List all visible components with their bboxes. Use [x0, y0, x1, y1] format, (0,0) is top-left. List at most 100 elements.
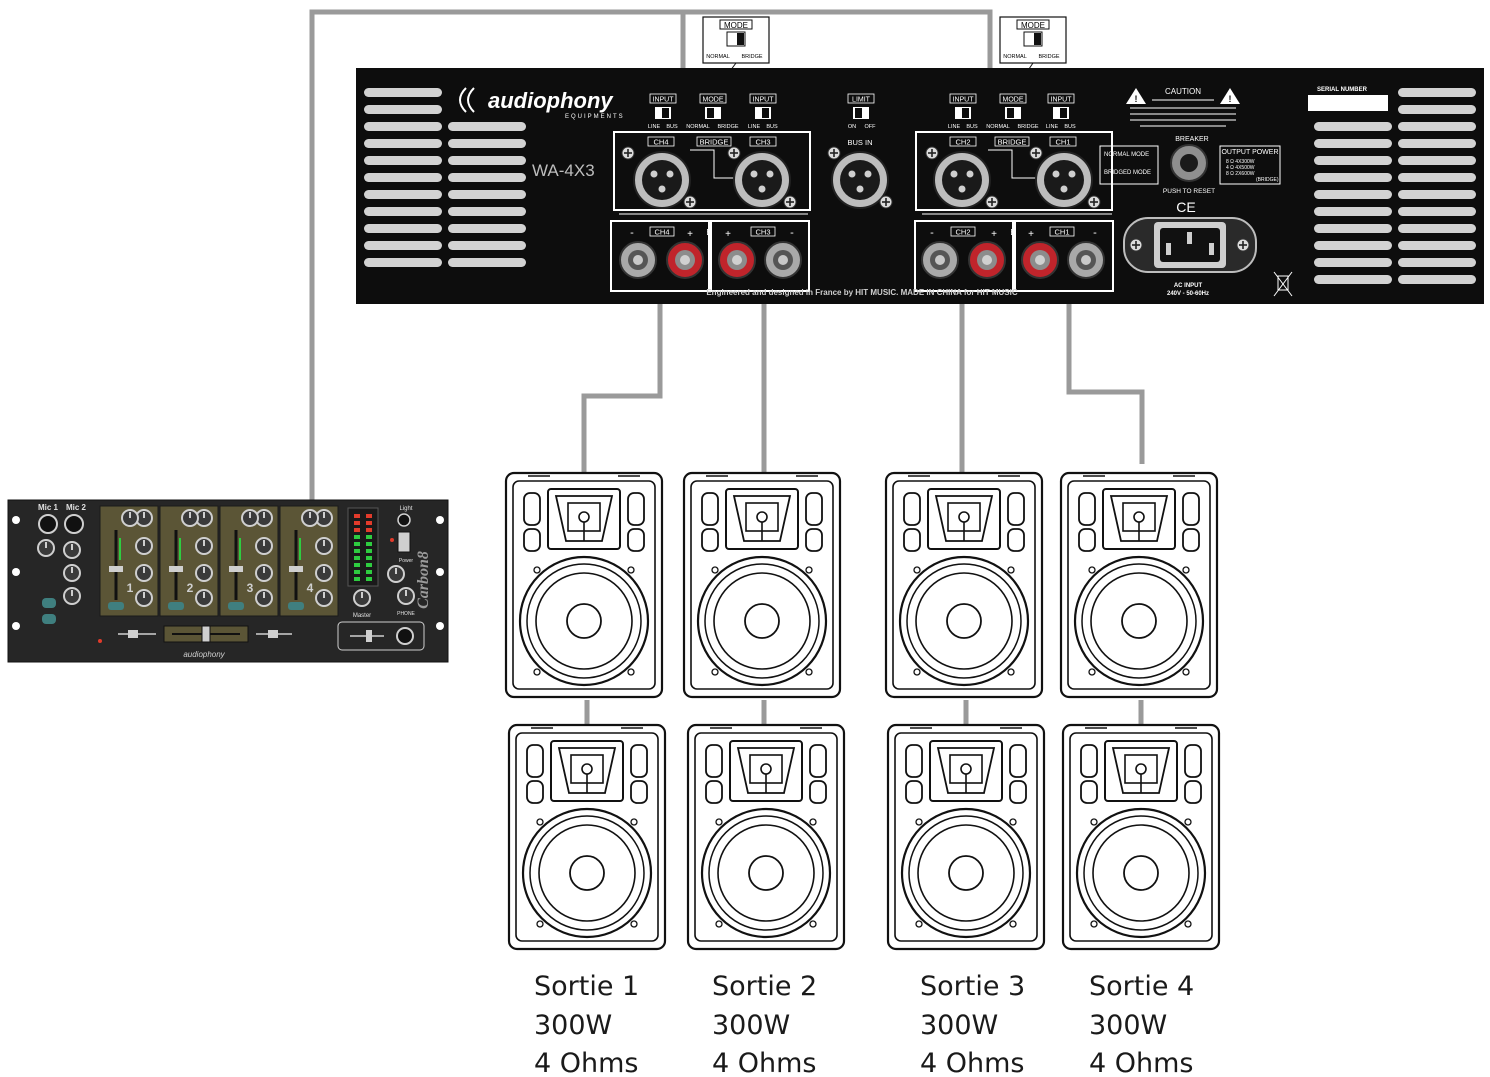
binding-post-ch4-plus[interactable] [666, 241, 704, 279]
binding-post-ch1-minus[interactable] [1067, 241, 1105, 279]
channel-knob[interactable] [135, 589, 153, 607]
channel-knob[interactable] [315, 589, 333, 607]
channel-knob[interactable] [195, 589, 213, 607]
mic2-jack[interactable] [64, 514, 84, 534]
mode-callout-bridge: BRIDGE [1038, 54, 1059, 60]
mixer-channel-3: 3 [219, 505, 279, 617]
channel-knob[interactable] [255, 564, 273, 582]
ac-inlet[interactable] [1123, 217, 1257, 273]
channel-knob[interactable] [135, 537, 153, 555]
crossfader[interactable] [201, 625, 211, 643]
xlr-input-ch2[interactable] [933, 151, 991, 209]
power-label: Power [399, 558, 414, 564]
power-switch[interactable] [397, 531, 411, 553]
switch-input-ch2[interactable]: INPUT LINE BUS [948, 93, 978, 130]
switch-left-label: LINE [648, 124, 661, 130]
xlr-input-ch4[interactable] [633, 151, 691, 209]
channel-number: 1 [127, 581, 134, 595]
switch-right-label: BRIDGE [717, 124, 738, 130]
switch-input-ch1[interactable]: INPUT LINE BUS [1046, 93, 1076, 130]
mic-knob[interactable] [63, 564, 81, 582]
speaker-cabinet-3-bottom [886, 723, 1046, 951]
speaker-cabinet-2-top [682, 471, 842, 699]
channel-fader[interactable] [229, 566, 243, 572]
switch-input-ch4[interactable]: INPUT LINE BUS [648, 93, 678, 130]
cue-button[interactable] [288, 602, 304, 610]
switch-mode-right[interactable]: MODE NORMAL BRIDGE [986, 93, 1039, 130]
breaker-button[interactable] [1170, 144, 1208, 182]
switch-right-label: OFF [865, 124, 877, 130]
mode-info-box: NORMAL MODE BRIDGED MODE [1099, 145, 1159, 185]
binding-post-ch2-plus[interactable] [968, 241, 1006, 279]
binding-post-ch3-minus[interactable] [764, 241, 802, 279]
meter-led [366, 563, 372, 567]
meter-led [354, 577, 360, 581]
light-label: Light [399, 506, 412, 512]
phone-level-knob[interactable] [387, 565, 405, 583]
master-knob[interactable] [353, 589, 371, 607]
output-title: Sortie 4 [1089, 971, 1194, 1002]
binding-post-ch1-plus[interactable] [1021, 241, 1059, 279]
mic-knob[interactable] [63, 541, 81, 559]
channel-knob[interactable] [135, 564, 153, 582]
mic-button[interactable] [42, 598, 56, 608]
vent-slot [448, 190, 526, 199]
minus-label: - [790, 227, 794, 239]
mic-knob[interactable] [63, 587, 81, 605]
plus-label: + [1028, 229, 1034, 240]
channel-knob[interactable] [195, 564, 213, 582]
xlr-input-ch1[interactable] [1035, 151, 1093, 209]
binding-post-ch3-plus[interactable] [718, 241, 756, 279]
vent-slot [1314, 139, 1392, 148]
channel-fader[interactable] [109, 566, 123, 572]
xlr-input-ch3[interactable] [733, 151, 791, 209]
normal-mode-label: NORMAL MODE [1104, 152, 1149, 158]
channel-knob[interactable] [195, 537, 213, 555]
meter-led [354, 570, 360, 574]
switch-right-label: BUS [666, 124, 678, 130]
vent-slot [1398, 88, 1476, 97]
cue-button[interactable] [108, 602, 124, 610]
channel-fader[interactable] [169, 566, 183, 572]
light-jack[interactable] [397, 513, 411, 527]
channel-knob[interactable] [301, 509, 319, 527]
switch-left-label: LINE [748, 124, 761, 130]
channel-knob[interactable] [181, 509, 199, 527]
mic-button[interactable] [42, 614, 56, 624]
channel-fader[interactable] [289, 566, 303, 572]
binding-post-ch2-minus[interactable] [921, 241, 959, 279]
phone-cue-knob[interactable] [397, 587, 415, 605]
cue-button[interactable] [228, 602, 244, 610]
footer-text: Engineered and designed in France by HIT… [706, 288, 1018, 297]
phone-jack[interactable] [396, 627, 414, 645]
mic-knob[interactable] [37, 539, 55, 557]
switch-mode-left[interactable]: MODE NORMAL BRIDGE [686, 93, 739, 130]
channel-knob[interactable] [121, 509, 139, 527]
switch-limit[interactable]: LIMIT ON OFF [847, 93, 877, 130]
binding-post-ch4-minus[interactable] [619, 241, 657, 279]
vent-slot [448, 224, 526, 233]
crossfader-assign-switch[interactable] [268, 630, 278, 638]
vent-grille-left [364, 88, 526, 267]
crossfader-curve-switch[interactable] [128, 630, 138, 638]
speaker-cabinet-3-top [884, 471, 1044, 699]
meter-led [366, 570, 372, 574]
mic1-jack[interactable] [38, 514, 58, 534]
channel-knob[interactable] [255, 537, 273, 555]
channel-knob[interactable] [255, 589, 273, 607]
channel-knob[interactable] [315, 537, 333, 555]
phone-fader[interactable] [366, 630, 372, 642]
meter-led [366, 556, 372, 560]
vent-slot [364, 139, 442, 148]
switch-left-label: NORMAL [686, 124, 710, 130]
channel-knob[interactable] [241, 509, 259, 527]
output-title: Sortie 2 [712, 971, 817, 1002]
switch-title: LIMIT [852, 97, 871, 104]
cue-button[interactable] [168, 602, 184, 610]
xlr-bus-in[interactable]: BUS IN [827, 138, 893, 209]
switch-input-ch3[interactable]: INPUT LINE BUS [748, 93, 778, 130]
vent-slot [1314, 156, 1392, 165]
meter-led [354, 556, 360, 560]
meter-led [354, 528, 360, 532]
channel-knob[interactable] [315, 564, 333, 582]
